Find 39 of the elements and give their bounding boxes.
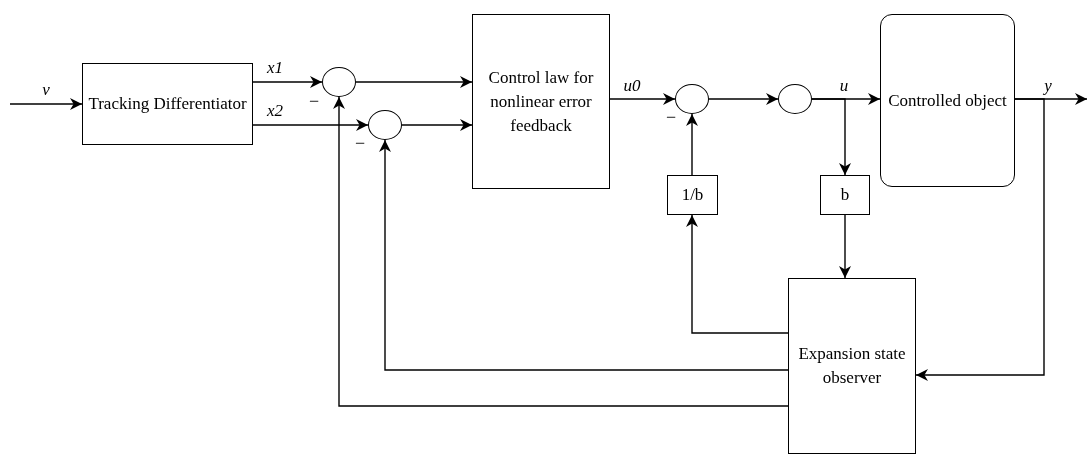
- summing-junction: [675, 84, 709, 114]
- arrow: [333, 96, 789, 407]
- arrow: [811, 98, 851, 176]
- summing-junction: [322, 67, 356, 97]
- minus-sign: −: [666, 108, 677, 126]
- arrow: [9, 98, 83, 110]
- edge-label: x2: [267, 101, 283, 121]
- block-label: Controlled object: [887, 89, 1008, 112]
- arrow: [252, 119, 369, 131]
- arrow: [686, 214, 789, 334]
- summing-junction: [368, 110, 402, 140]
- arrow: [839, 214, 851, 279]
- summing-junction: [778, 84, 812, 114]
- block: [880, 14, 1015, 187]
- block: [667, 175, 718, 215]
- arrow: [686, 113, 698, 176]
- arrow: [708, 93, 779, 105]
- edge-label: x1: [267, 58, 283, 78]
- block-label: Control law for nonlinear error feedback: [487, 66, 595, 137]
- block-label: Tracking Differentiator: [87, 93, 248, 115]
- block: [472, 14, 610, 189]
- arrow: [355, 76, 473, 88]
- block: [82, 63, 253, 145]
- edge-label: v: [42, 80, 50, 100]
- minus-sign: −: [355, 134, 366, 152]
- block: [820, 175, 870, 215]
- arrow: [609, 93, 676, 105]
- arrow: [401, 119, 473, 131]
- arrow: [379, 139, 789, 371]
- block-label: Expansion state observer: [797, 343, 907, 389]
- edge-label: y: [1044, 76, 1052, 96]
- block-label: b: [839, 184, 851, 206]
- edge-label: u0: [623, 76, 641, 96]
- arrow: [252, 76, 323, 88]
- arrow: [915, 98, 1045, 381]
- minus-sign: −: [309, 92, 320, 110]
- edge-label: u: [839, 76, 849, 96]
- block: [788, 278, 916, 454]
- block-label: 1/b: [680, 184, 705, 206]
